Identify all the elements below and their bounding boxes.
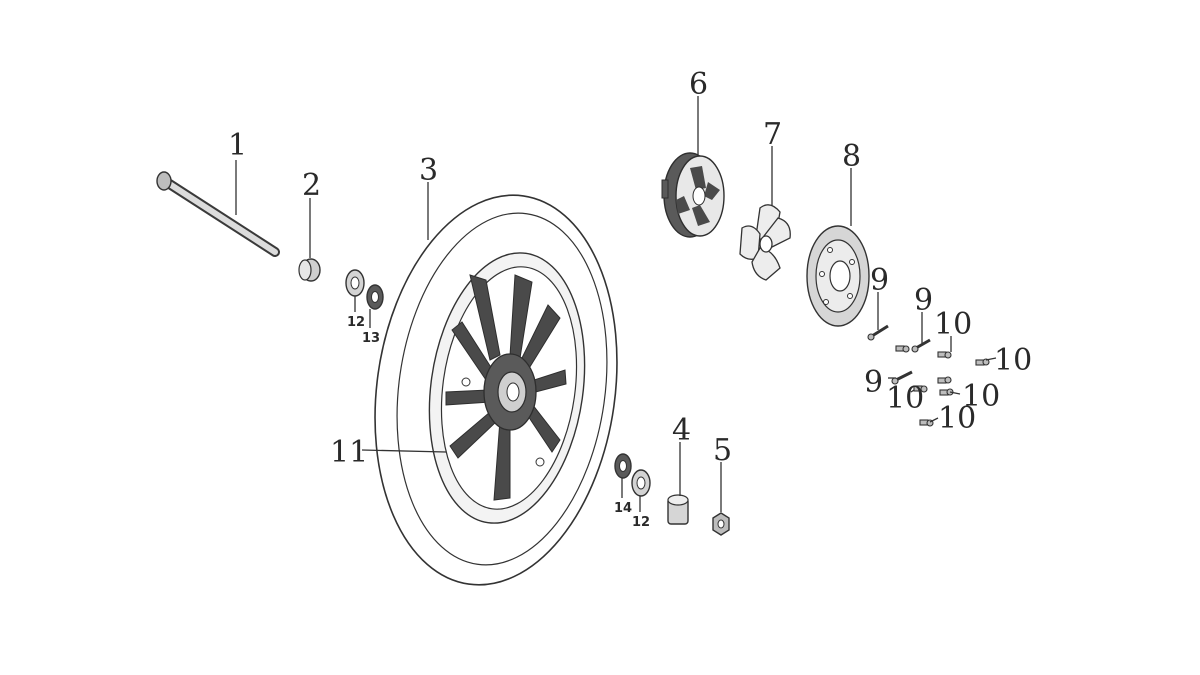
callout-9a: 9 [870,263,889,298]
callout-9c: 9 [864,365,883,400]
part-bearing-12-right[interactable] [631,469,651,497]
part-seal-14[interactable] [614,453,632,479]
callout-1: 1 [228,128,247,163]
callout-10d: 10 [962,379,1000,414]
bolt-10-4[interactable] [913,385,928,393]
callout-10c: 10 [886,381,924,416]
wheel-hub [461,353,545,467]
part-axle[interactable] [156,171,280,257]
callout-3: 3 [419,153,438,188]
callout-10a: 10 [934,307,972,342]
part-spacer-4[interactable] [667,494,689,525]
leader-lines [235,96,997,512]
callout-12a: 12 [347,315,365,330]
bolt-9a[interactable] [867,324,889,341]
bolt-10-7[interactable] [937,376,952,384]
callout-5: 5 [713,433,732,468]
bolt-10-3[interactable] [975,358,990,366]
callout-10b: 10 [994,343,1032,378]
bolt-10-1[interactable] [895,345,910,353]
part-nut-5[interactable] [712,512,730,536]
callout-2: 2 [302,168,321,203]
callout-11: 11 [330,435,368,470]
callout-labels: 1 2 3 4 5 6 7 8 9 9 9 10 10 10 10 10 11 … [228,67,1032,530]
callout-14: 14 [614,501,632,516]
callout-7: 7 [763,117,782,152]
part-bearing-12-left[interactable] [345,269,365,297]
callout-8: 8 [842,139,861,174]
part-damper-7[interactable] [739,204,791,281]
bolt-10-2[interactable] [937,351,952,359]
bolt-9b[interactable] [911,338,931,353]
part-brake-disc-8[interactable] [806,225,870,327]
callout-12b: 12 [632,515,650,530]
bolts-group [867,324,990,427]
callout-10e: 10 [938,401,976,436]
part-drive-flange-6[interactable] [661,152,725,238]
wheel-spokes [445,274,567,501]
part-spacer-2[interactable] [298,258,321,282]
callout-9b: 9 [914,283,933,318]
callout-6: 6 [689,67,708,102]
part-seal-13[interactable] [366,284,384,310]
callout-4: 4 [672,413,691,448]
callout-13: 13 [362,331,380,346]
